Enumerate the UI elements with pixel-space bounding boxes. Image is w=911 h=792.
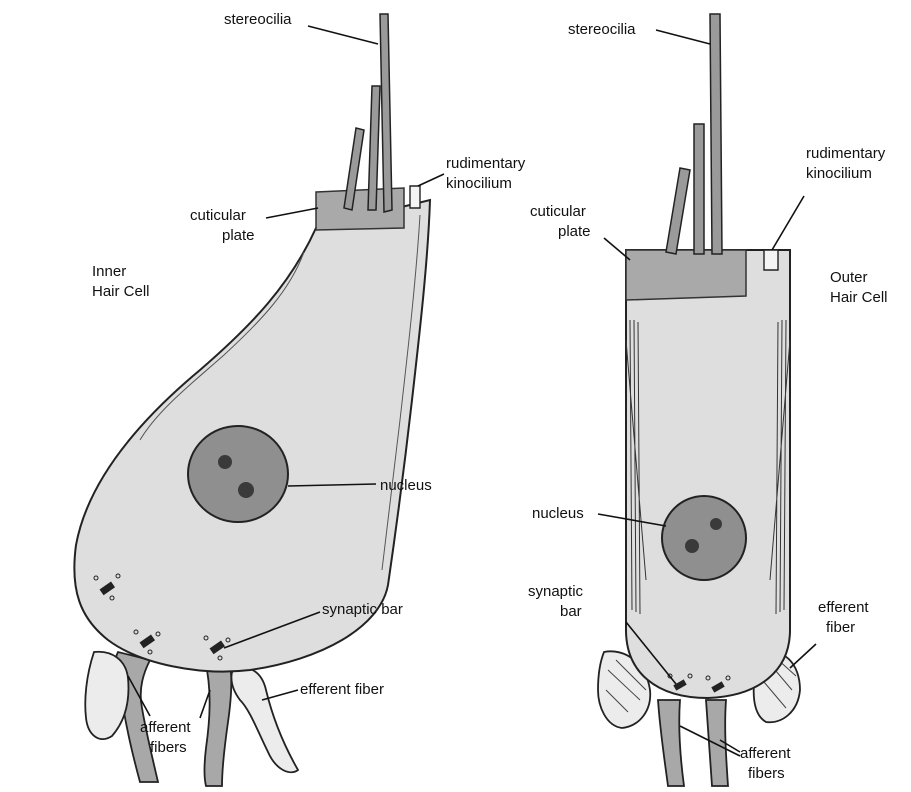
label-outer-rudimentary: rudimentary	[806, 145, 886, 162]
leader-inner-kinocilium	[418, 174, 444, 186]
label-outer-kinocilium: kinocilium	[806, 165, 872, 182]
outer-hair-cell: stereocilia rudimentary kinocilium cutic…	[528, 14, 888, 786]
label-inner-fibers: fibers	[150, 739, 187, 756]
label-outer-afferent: afferent	[740, 745, 791, 762]
label-outer-cuticular: cuticular	[530, 203, 586, 220]
inner-stereocilium-tall	[380, 14, 392, 212]
leader-inner-stereocilia	[308, 26, 378, 44]
label-outer-title-2: Hair Cell	[830, 289, 888, 306]
label-outer-fiber: fiber	[826, 619, 855, 636]
label-inner-plate: plate	[222, 227, 255, 244]
label-inner-title-2: Hair Cell	[92, 283, 150, 300]
leader-outer-stereocilia	[656, 30, 710, 44]
label-inner-title-1: Inner	[92, 263, 126, 280]
label-outer-title-1: Outer	[830, 269, 868, 286]
label-inner-afferent: afferent	[140, 719, 191, 736]
label-inner-kinocilium: kinocilium	[446, 175, 512, 192]
label-inner-nucleus: nucleus	[380, 477, 432, 494]
label-outer-efferent: efferent	[818, 599, 869, 616]
outer-stereocilium-tall	[710, 14, 722, 254]
inner-kinocilium	[410, 186, 420, 208]
label-inner-rudimentary: rudimentary	[446, 155, 526, 172]
label-outer-stereocilia: stereocilia	[568, 21, 636, 38]
label-inner-efferent-fiber: efferent fiber	[300, 681, 384, 698]
inner-efferent-fiber-left	[85, 652, 128, 739]
label-outer-bar: bar	[560, 603, 582, 620]
outer-afferent-fiber-left	[658, 700, 684, 786]
outer-stereocilium-mid	[694, 124, 704, 254]
inner-hair-cell: stereocilia rudimentary kinocilium cutic…	[74, 11, 525, 786]
label-outer-fibers: fibers	[748, 765, 785, 782]
leader-outer-efferent	[790, 644, 816, 668]
outer-nucleus	[662, 496, 746, 580]
label-inner-synaptic-bar: synaptic bar	[322, 601, 403, 618]
inner-afferent-fiber-right	[205, 660, 232, 786]
leader-inner-cuticular	[266, 208, 318, 218]
label-outer-plate: plate	[558, 223, 591, 240]
label-inner-stereocilia: stereocilia	[224, 11, 292, 28]
outer-cell-body	[626, 250, 790, 698]
outer-kinocilium	[764, 250, 778, 270]
label-outer-synaptic: synaptic	[528, 583, 584, 600]
leader-outer-kinocilium	[772, 196, 804, 250]
inner-efferent-fiber	[231, 668, 298, 772]
label-inner-cuticular: cuticular	[190, 207, 246, 224]
label-outer-nucleus: nucleus	[532, 505, 584, 522]
inner-nucleus	[188, 426, 288, 522]
outer-cuticular-plate	[626, 250, 746, 300]
outer-stereocilium-short	[666, 168, 690, 254]
